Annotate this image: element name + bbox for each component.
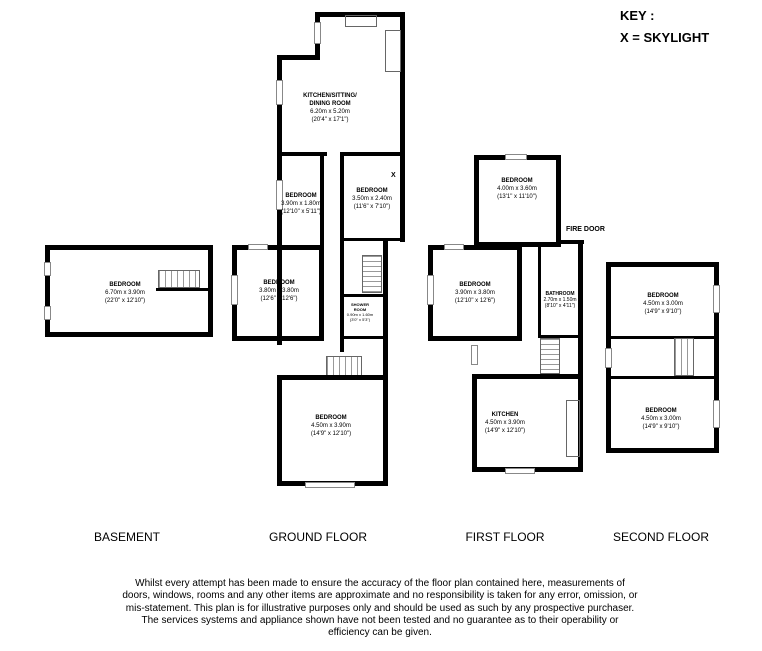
room-label: BEDROOM 4.00m x 3.60m (13'1" x 11'10") bbox=[497, 178, 537, 200]
room-label: SHOWER ROOM 0.90m x 1.60m (3'0" x 5'3") bbox=[346, 302, 374, 322]
window bbox=[713, 285, 720, 313]
wall bbox=[474, 155, 561, 247]
staircase bbox=[362, 255, 382, 293]
room-label: BEDROOM 4.50m x 3.90m (14'9" x 12'10") bbox=[310, 415, 352, 437]
room-label: BEDROOM 6.70m x 3.90m (22'0" x 12'10") bbox=[104, 282, 146, 304]
window bbox=[248, 244, 268, 250]
window bbox=[713, 400, 720, 428]
wall bbox=[277, 152, 327, 156]
wall bbox=[45, 245, 213, 337]
room-label: KITCHEN 4.50m x 3.90m (14'9" x 12'10") bbox=[484, 412, 526, 434]
hob bbox=[385, 30, 401, 72]
staircase bbox=[540, 338, 560, 374]
wall bbox=[400, 12, 405, 242]
window bbox=[276, 180, 283, 210]
floor-label-ground: GROUND FLOOR bbox=[268, 530, 368, 544]
key-title: KEY : bbox=[620, 8, 655, 23]
window bbox=[44, 262, 51, 276]
wall bbox=[606, 376, 719, 379]
skylight-mark: X bbox=[391, 172, 396, 179]
window bbox=[605, 348, 612, 368]
room-label: BEDROOM 3.80m x 3.80m (12'6" x 12'6") bbox=[259, 280, 299, 302]
window bbox=[276, 80, 283, 105]
wall bbox=[277, 55, 320, 60]
window bbox=[471, 345, 478, 365]
floor-label-basement: BASEMENT bbox=[93, 530, 161, 544]
staircase bbox=[326, 356, 362, 376]
wall bbox=[383, 240, 388, 380]
wall bbox=[315, 12, 405, 17]
wall bbox=[606, 336, 719, 339]
window bbox=[427, 275, 434, 305]
room-label: BEDROOM 4.50m x 3.00m (14'9" x 9'10") bbox=[641, 408, 681, 430]
window bbox=[231, 275, 238, 305]
key-skylight: X = SKYLIGHT bbox=[620, 30, 710, 45]
room-label: BEDROOM 3.50m x 2.40m (11'6" x 7'10") bbox=[352, 188, 392, 210]
wall bbox=[340, 152, 344, 352]
staircase bbox=[158, 270, 200, 288]
wall bbox=[340, 336, 385, 339]
window bbox=[44, 306, 51, 320]
wall bbox=[340, 238, 405, 241]
window bbox=[444, 244, 464, 250]
wall bbox=[320, 152, 324, 247]
staircase bbox=[674, 338, 694, 376]
room-label: BEDROOM 3.90m x 1.80m (12'10" x 5'11") bbox=[281, 193, 321, 215]
wall bbox=[340, 294, 385, 297]
wall bbox=[538, 335, 583, 338]
bay-window bbox=[305, 482, 355, 488]
window bbox=[505, 468, 535, 474]
kitchen-counter bbox=[566, 400, 580, 457]
wall bbox=[578, 240, 583, 472]
room-label: BEDROOM 3.90m x 3.80m (12'10" x 12'6") bbox=[454, 282, 496, 304]
wall bbox=[340, 152, 405, 156]
window bbox=[314, 22, 321, 44]
room-label: BEDROOM 4.50m x 3.00m (14'9" x 9'10") bbox=[643, 293, 683, 315]
fire-door-label: FIRE DOOR bbox=[566, 226, 605, 233]
wall bbox=[556, 240, 584, 244]
kitchen-counter bbox=[345, 15, 377, 27]
room-label: KITCHEN/SITTING/ DINING ROOM 6.20m x 5.2… bbox=[303, 93, 357, 123]
wall bbox=[156, 288, 208, 291]
floor-label-second: SECOND FLOOR bbox=[612, 530, 710, 544]
floor-label-first: FIRST FLOOR bbox=[465, 530, 545, 544]
room-label: BATHROOM 2.70m x 1.50m (8'10" x 4'11") bbox=[543, 291, 577, 309]
disclaimer: Whilst every attempt has been made to en… bbox=[122, 578, 638, 639]
wall bbox=[538, 245, 541, 337]
window bbox=[505, 154, 527, 160]
